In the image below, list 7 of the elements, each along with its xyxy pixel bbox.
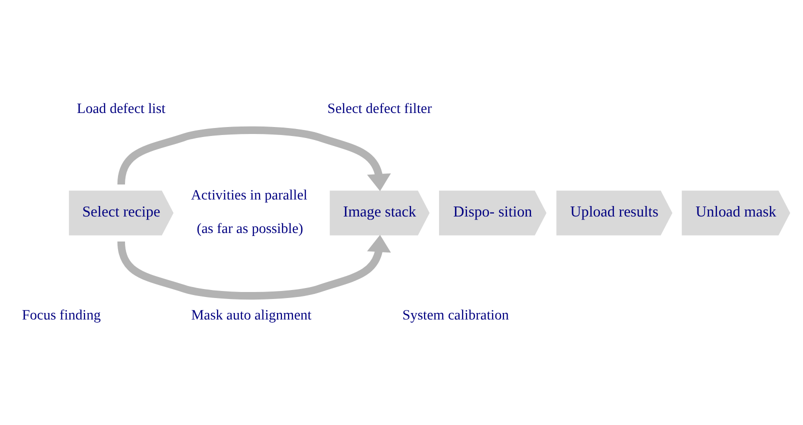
- label: (as far as possible): [196, 220, 304, 236]
- label: Select defect filter: [327, 100, 432, 117]
- label: System calibration: [402, 306, 509, 323]
- label: Focus finding: [22, 306, 101, 323]
- label: Activities in parallel: [191, 187, 308, 204]
- label: Load defect list: [76, 100, 166, 117]
- label: Mask auto alignment: [191, 306, 312, 323]
